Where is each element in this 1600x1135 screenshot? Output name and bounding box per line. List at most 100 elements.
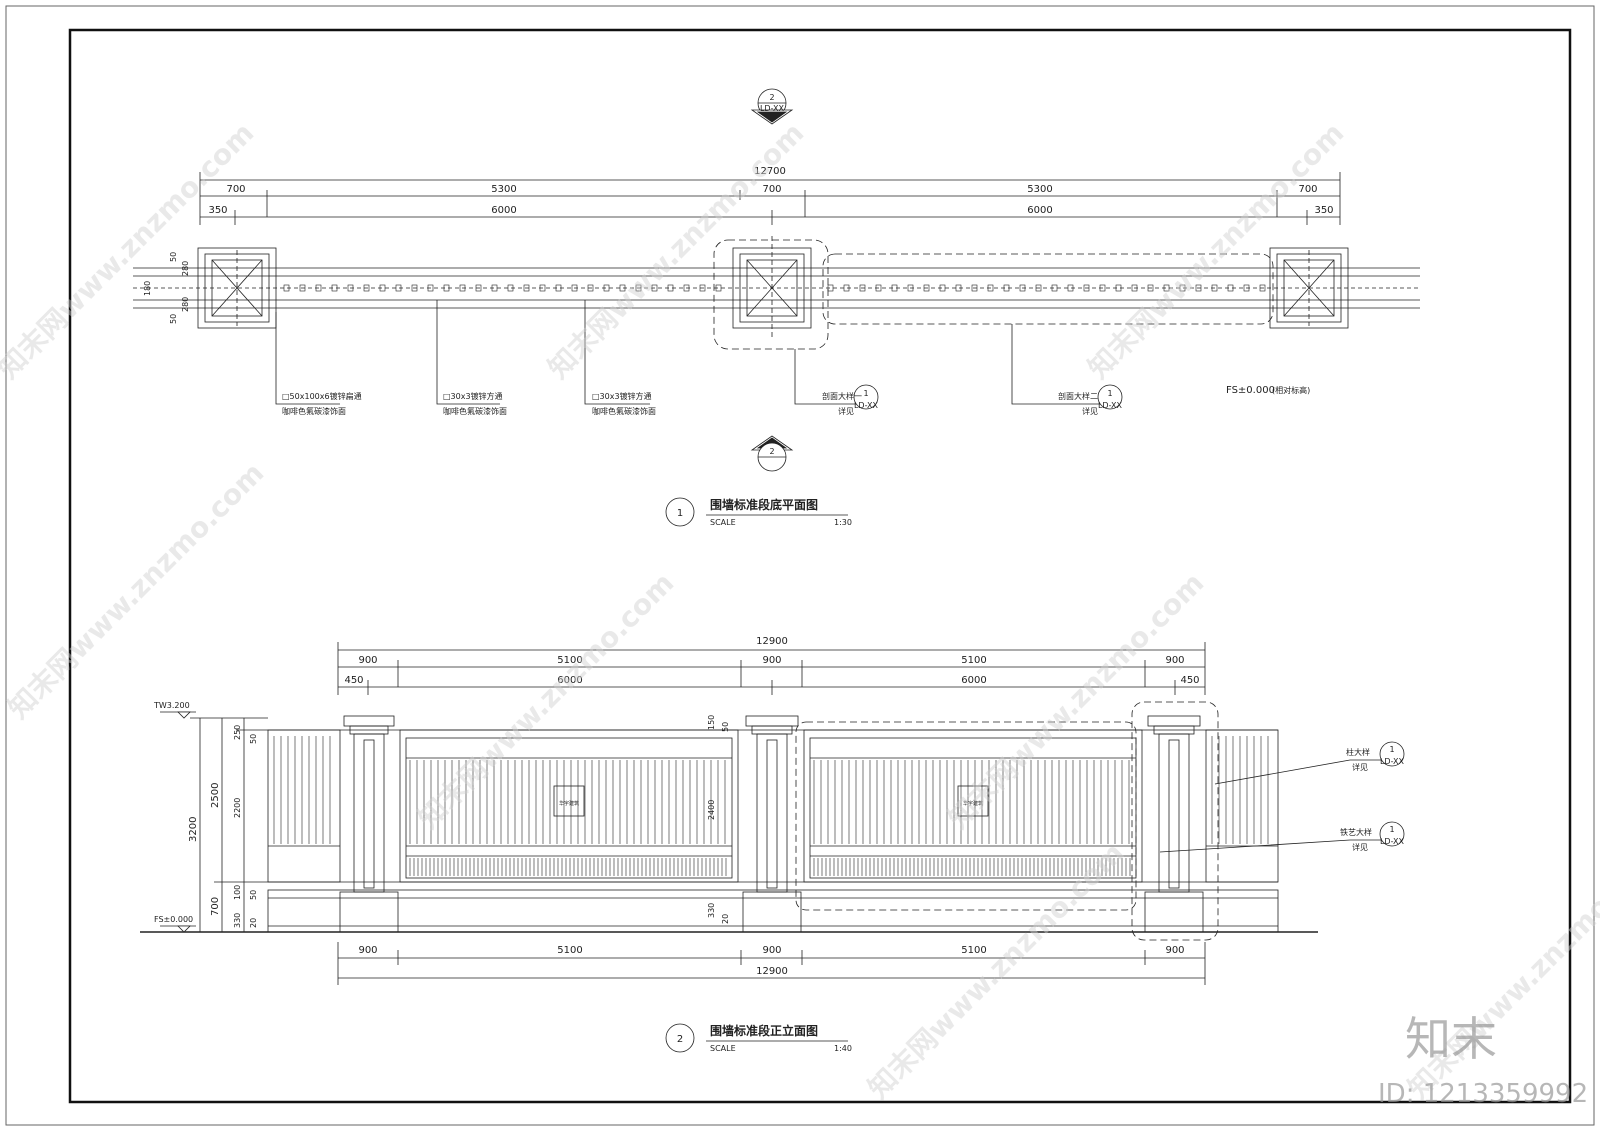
plan-post [443,284,450,292]
elev-scale-label: SCALE [710,1044,736,1053]
plan-title-num: 1 [677,508,683,519]
plan-detail-outline [822,253,1274,325]
elev-mid-330: 330 [707,903,716,918]
plan-side-dim-4: 280 [181,297,190,312]
watermark-6: 知末网www.znzmo.com [942,566,1211,835]
plan-post [1019,284,1026,292]
plan-leader-4-line1: 剖面大样一 [822,391,862,401]
elev-mid-150: 150 [707,715,716,730]
elevation-view [140,642,1405,1053]
plan-side-dim-5: 50 [169,314,178,324]
elev-dim-overall: 12900 [756,636,788,647]
plan-leader-5-line1: 剖面大样二 [1058,391,1098,401]
brand-logo: 知末 [1405,1012,1497,1066]
plan-ref-1-num: 1 [863,389,868,398]
elev-dim-330: 330 [233,913,242,928]
plan-post [283,284,290,292]
elev-bottom-5100a: 5100 [557,945,582,956]
plan-post [603,284,610,292]
plan-post [571,284,578,292]
plan-post [859,284,866,292]
drawing-frame [68,28,1572,1104]
plan-post [667,284,674,292]
elev-bottom-5100b: 5100 [961,945,986,956]
elev-dim-900a: 900 [358,655,377,666]
plan-pillar-right [1269,247,1349,329]
plan-post [1035,284,1042,292]
plan-dim-ticks [199,172,1341,225]
plan-side-dim-1: 50 [169,252,178,262]
plan-post [1051,284,1058,292]
watermark-7: 知末网www.znzmo.com [862,836,1131,1105]
elev-mid-50: 50 [721,722,730,732]
elev-scale: 1:40 [834,1044,852,1053]
plan-post [1259,284,1266,292]
plan-post [1211,284,1218,292]
plan-level: FS±0.000 [1226,385,1275,396]
plan-post [315,284,322,292]
plan-post [1083,284,1090,292]
plan-ref-2-sheet: LD-XX [1098,401,1123,410]
plan-leader-2-line1: □30x3镀锌方通 [443,391,503,401]
plan-ref-1-sheet: LD-XX [854,401,879,410]
fence-panel-edge-right [1205,729,1279,883]
plan-dim-6000a: 6000 [491,205,516,216]
elev-leader-2-line1: 铁艺大样 [1340,827,1372,837]
plan-post [651,284,658,292]
plan-leader-4-line2: 详见 [838,406,854,416]
elev-tw-level: TW3.200 [153,701,190,710]
plan-ref-2-num: 1 [1107,389,1112,398]
plan-post [1227,284,1234,292]
plan-post [475,284,482,292]
plan-level-note: (相对标高) [1272,385,1310,395]
elev-dim-5100b: 5100 [961,655,986,666]
plan-post [331,284,338,292]
plan-pillar-left [197,247,277,329]
plan-post [1099,284,1106,292]
plan-dim-350a: 350 [208,205,227,216]
plan-leader-5-line2: 详见 [1082,406,1098,416]
plan-leader-3-line2: 咖啡色氟碳漆饰面 [592,406,656,416]
plan-post [411,284,418,292]
elev-dim-50: 50 [249,734,258,744]
elev-bottom-900a: 900 [358,945,377,956]
plaque-left: 华宇建筑 [559,800,579,807]
plan-leader-1-line2: 咖啡色氟碳漆饰面 [282,406,346,416]
plan-dim-700c: 700 [1298,184,1317,195]
elev-title-num: 2 [677,1034,683,1045]
elev-leader-2-line2: 详见 [1352,842,1368,852]
elevation-detail-outline [795,721,1137,911]
elev-dim-450b: 450 [1180,675,1199,686]
elev-leader-1-line2: 详见 [1352,762,1368,772]
elev-bottom-900b: 900 [762,945,781,956]
plan-side-dim-3: 180 [143,281,152,296]
plan-post [1067,284,1074,292]
plan-post [699,284,706,292]
plan-dim-700a: 700 [226,184,245,195]
plan-post [507,284,514,292]
outer-border [5,5,1595,1126]
plan-dim-700b: 700 [762,184,781,195]
plan-post [539,284,546,292]
plan-post [1163,284,1170,292]
elev-bottom-900c: 900 [1165,945,1184,956]
plan-post [1003,284,1010,292]
section-top-num: 2 [769,93,774,102]
section-marker-bottom [750,435,794,472]
plan-post [683,284,690,292]
plan-post [587,284,594,292]
plan-dim-6000b: 6000 [1027,205,1052,216]
watermark-5: 知末网www.znzmo.com [412,566,681,835]
elev-dim-900b: 900 [762,655,781,666]
plaque-right: 华宇建筑 [963,800,983,807]
plan-post [1131,284,1138,292]
elev-bottom-overall: 12900 [756,966,788,977]
plan-scale: 1:30 [834,518,852,527]
plan-dim-350b: 350 [1314,205,1333,216]
elev-dim-50b: 50 [249,890,258,900]
watermarks: 知末网www.znzmo.com 知末网www.znzmo.com 知末网www… [0,116,1600,1105]
elev-dim-6000b: 6000 [961,675,986,686]
elev-dim-2200: 2200 [233,798,242,818]
elev-ref-1-num: 1 [1389,745,1394,754]
